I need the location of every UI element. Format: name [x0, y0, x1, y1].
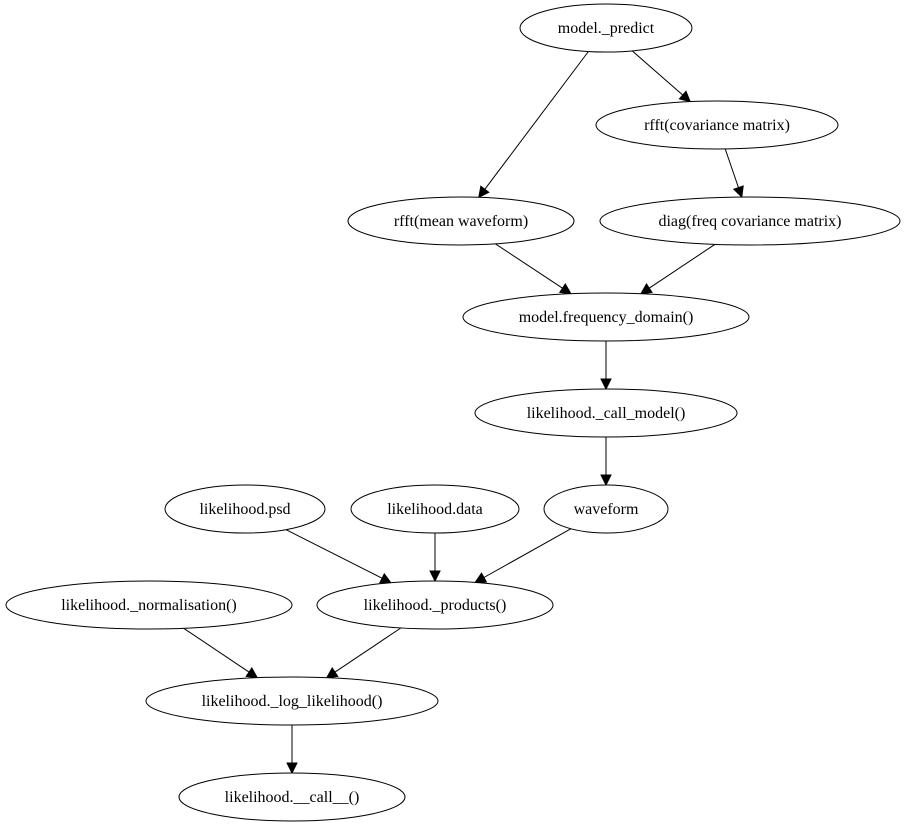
node-ellipse: [178, 772, 406, 822]
node-normalisation: likelihood._normalisation(): [5, 580, 293, 630]
edge-products-to-log_likelihood: [325, 627, 402, 679]
node-ellipse: [543, 484, 669, 534]
node-label: model._predict: [558, 20, 655, 37]
edge-model_predict-to-rfft_cov: [631, 50, 692, 103]
node-ellipse: [5, 580, 293, 630]
node-ellipse: [164, 484, 326, 534]
arrowhead-icon: [245, 667, 259, 679]
edge-line: [484, 51, 589, 190]
edge-line: [631, 50, 684, 96]
node-label: rfft(mean waveform): [394, 213, 528, 230]
edge-model_predict-to-rfft_mean: [478, 51, 589, 199]
node-label: likelihood._call_model(): [527, 405, 686, 422]
arrowhead-icon: [325, 667, 339, 679]
node-ellipse: [145, 676, 439, 726]
node-waveform: waveform: [543, 484, 669, 534]
arrowhead-icon: [474, 572, 488, 583]
edge-log_likelihood-to-call: [286, 725, 298, 775]
edge-freq_domain-to-call_model: [600, 341, 612, 391]
node-label: likelihood.data: [387, 501, 483, 518]
node-label: diag(freq covariance matrix): [658, 213, 841, 230]
node-psd: likelihood.psd: [164, 484, 326, 534]
arrowhead-icon: [478, 185, 490, 199]
arrowhead-icon: [429, 570, 441, 583]
node-freq-domain: model.frequency_domain(): [462, 292, 750, 342]
node-label: model.frequency_domain(): [519, 309, 694, 326]
node-rfft-mean: rfft(mean waveform): [347, 196, 575, 246]
edge-diag_freq_cov-to-freq_domain: [639, 243, 716, 295]
node-label: likelihood.__call__(): [225, 789, 360, 806]
node-diag-freq-cov: diag(freq covariance matrix): [599, 196, 901, 246]
node-model-predict: model._predict: [519, 3, 693, 53]
arrowhead-icon: [678, 90, 692, 103]
node-ellipse: [462, 292, 750, 342]
edge-line: [495, 243, 563, 289]
edge-rfft_cov-to-diag_freq_cov: [724, 148, 744, 199]
edge-line: [285, 529, 383, 579]
node-rfft-cov: rfft(covariance matrix): [595, 100, 839, 150]
node-ellipse: [595, 100, 839, 150]
nodes-layer: model._predict rfft(covariance matrix) rff…: [5, 3, 901, 822]
node-label: likelihood.psd: [199, 501, 290, 518]
arrowhead-icon: [600, 378, 612, 391]
edge-waveform-to-products: [474, 528, 572, 583]
node-ellipse: [474, 388, 738, 438]
node-label: likelihood._normalisation(): [61, 597, 237, 614]
node-ellipse: [316, 580, 554, 630]
arrowhead-icon: [286, 762, 298, 775]
node-data: likelihood.data: [350, 484, 520, 534]
node-call-model: likelihood._call_model(): [474, 388, 738, 438]
node-label: likelihood._log_likelihood(): [202, 693, 383, 710]
edge-rfft_mean-to-freq_domain: [495, 243, 572, 295]
edge-line: [183, 627, 250, 673]
node-ellipse: [519, 3, 693, 53]
edge-line: [483, 528, 572, 578]
arrowhead-icon: [558, 283, 572, 295]
node-label: waveform: [574, 501, 639, 518]
edge-line: [648, 243, 716, 289]
node-products: likelihood._products(): [316, 580, 554, 630]
edge-line: [724, 148, 739, 188]
node-ellipse: [350, 484, 520, 534]
edge-psd-to-products: [285, 529, 392, 584]
edge-line: [334, 627, 402, 673]
node-ellipse: [599, 196, 901, 246]
edges-layer: [183, 50, 744, 775]
edge-data-to-products: [429, 533, 441, 583]
node-call: likelihood.__call__(): [178, 772, 406, 822]
node-ellipse: [347, 196, 575, 246]
arrowhead-icon: [639, 283, 653, 295]
node-log-likelihood: likelihood._log_likelihood(): [145, 676, 439, 726]
arrowhead-icon: [600, 474, 612, 487]
edge-normalisation-to-log_likelihood: [183, 627, 259, 679]
edge-call_model-to-waveform: [600, 437, 612, 487]
node-label: likelihood._products(): [364, 597, 507, 614]
node-label: rfft(covariance matrix): [644, 117, 790, 134]
arrowhead-icon: [732, 185, 744, 199]
